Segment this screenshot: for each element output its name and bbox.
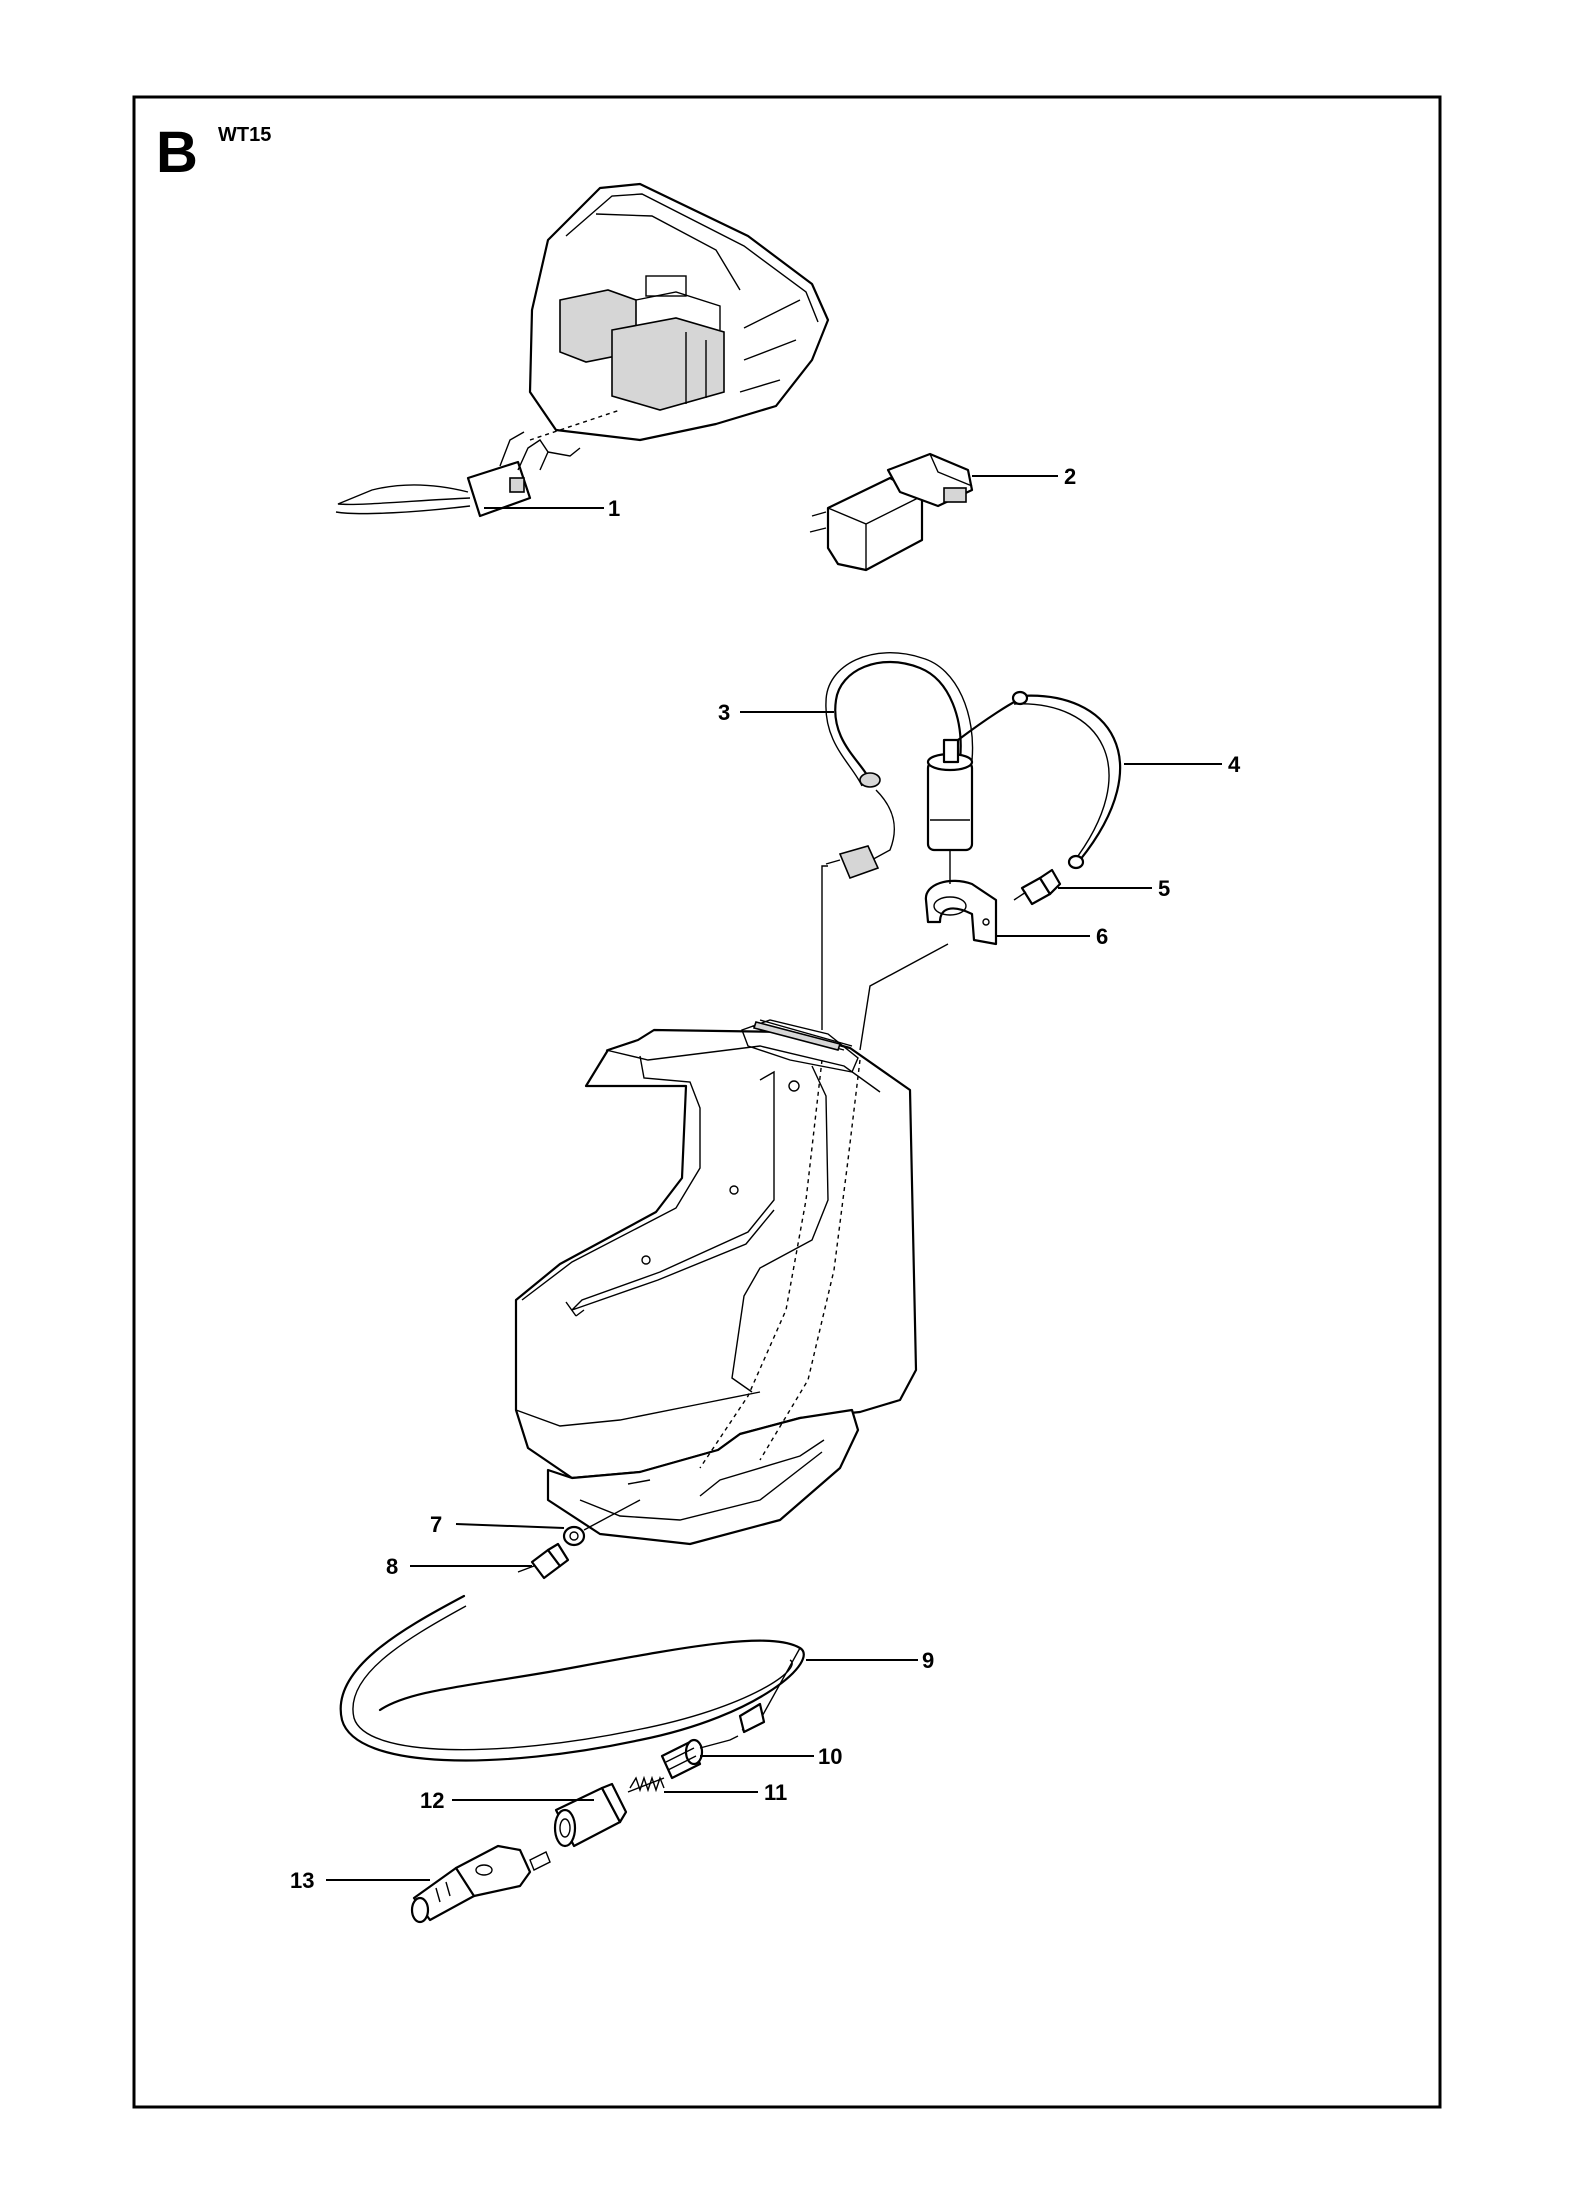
model-label: WT15 — [218, 124, 271, 146]
part-nozzle-sleeve — [553, 1782, 628, 1848]
leader-7 — [455, 1523, 565, 1529]
callout-12: 12 — [420, 1788, 444, 1813]
part-motor-housing — [528, 182, 830, 442]
callout-6: 6 — [1096, 924, 1108, 949]
part-pump-bracket — [924, 850, 998, 946]
callout-5: 5 — [1158, 876, 1170, 901]
part-coupling-nut — [660, 1735, 739, 1780]
callout-13: 13 — [290, 1868, 314, 1893]
callout-3: 3 — [718, 700, 730, 725]
part-water-pump — [926, 738, 974, 852]
part-circuit-board — [335, 409, 621, 518]
part-nozzle-hose — [339, 1594, 805, 1762]
callout-10: 10 — [818, 1744, 842, 1769]
part-hose-nipple — [517, 1542, 570, 1580]
part-pump-cable — [825, 652, 974, 880]
part-water-tank — [514, 1019, 918, 1546]
assembly-line-cable — [821, 865, 828, 1030]
callout-7: 7 — [430, 1512, 442, 1537]
part-charger — [809, 452, 974, 572]
callout-8: 8 — [386, 1554, 398, 1579]
part-water-hose — [956, 690, 1122, 870]
section-letter: B — [156, 120, 198, 185]
callout-4: 4 — [1228, 752, 1241, 777]
assembly-line-bracket — [859, 943, 949, 1051]
page-frame — [132, 95, 1442, 2109]
part-spring — [627, 1775, 665, 1793]
callout-2: 2 — [1064, 464, 1076, 489]
callout-1: 1 — [608, 496, 620, 521]
part-spray-nozzle — [410, 1844, 551, 1924]
callout-11: 11 — [764, 1780, 787, 1805]
callout-9: 9 — [922, 1648, 934, 1673]
part-hose-connector — [1013, 868, 1062, 906]
part-washer — [562, 1499, 641, 1547]
